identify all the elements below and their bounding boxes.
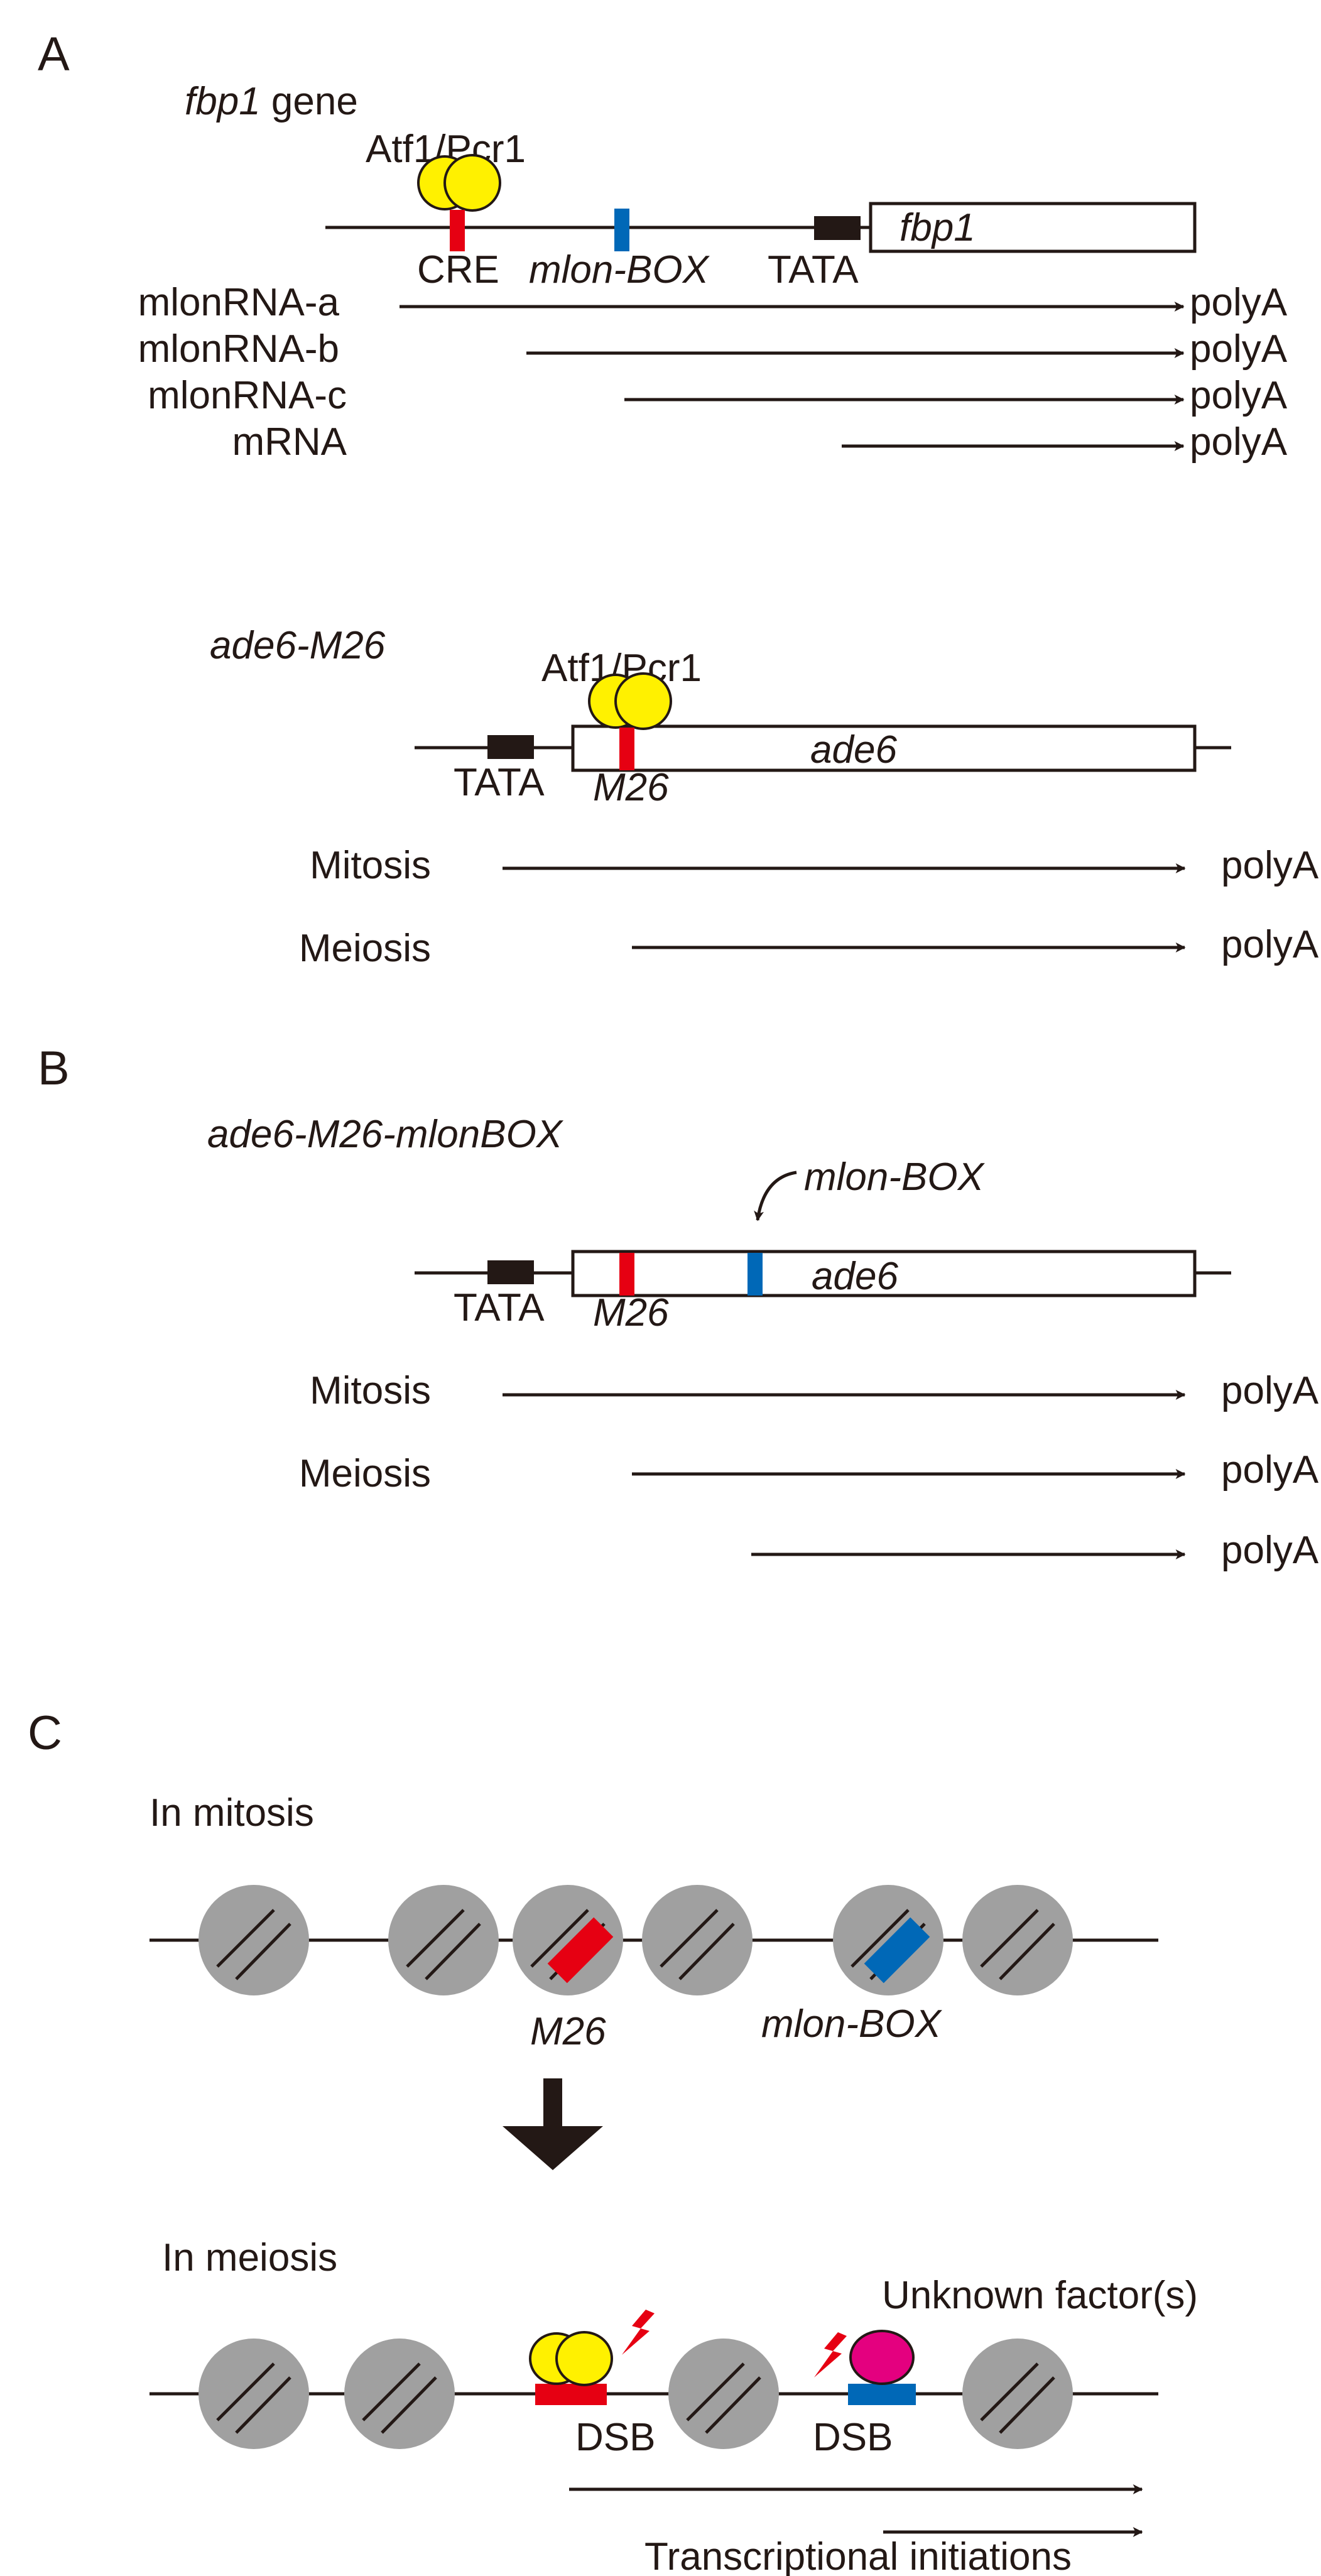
panel-label-c: C bbox=[28, 1706, 62, 1760]
meiosis-nucleosome-1 bbox=[198, 2339, 309, 2449]
ade6-m26-orf-box bbox=[571, 724, 1197, 772]
panel-label-b: B bbox=[38, 1042, 70, 1095]
panel-b-mlonbox-callout-arrow bbox=[754, 1171, 797, 1221]
mitosis-heading: In mitosis bbox=[149, 1791, 314, 1835]
meiosis-heading: In meiosis bbox=[162, 2236, 337, 2279]
ade6-m26-m26-element bbox=[619, 728, 634, 770]
meiosis-m26-site bbox=[535, 2384, 607, 2405]
mrna-polya: polyA bbox=[1190, 420, 1288, 464]
mitosis-m26-label: M26 bbox=[530, 2010, 606, 2053]
mitosis-nucleosome-4 bbox=[642, 1885, 753, 1995]
fbp1-tata-element bbox=[814, 216, 861, 240]
meiosis-dsb-bolt-2 bbox=[814, 2332, 847, 2377]
ade6-m26-mitosis-polya: polyA bbox=[1221, 844, 1319, 887]
mitosis-m26-site bbox=[547, 1917, 614, 1984]
ade6-m26-meiosis-label: Meiosis bbox=[299, 927, 431, 970]
unknown-factor-protein bbox=[849, 2330, 915, 2385]
ade6-m26-orf-label: ade6 bbox=[810, 728, 897, 772]
fbp1-pcr1-protein bbox=[443, 154, 501, 212]
fbp1-orf-box bbox=[869, 202, 1197, 253]
panel-b-meiosis-polya-1: polyA bbox=[1221, 1448, 1319, 1492]
panel-b-mitosis-polya: polyA bbox=[1221, 1369, 1319, 1412]
fbp1-gene-heading: fbp1 gene bbox=[185, 80, 358, 123]
mitosis-to-meiosis-arrow bbox=[503, 2078, 603, 2170]
panel-b-orf-label: ade6 bbox=[812, 1255, 898, 1298]
fbp1-orf-label: fbp1 bbox=[900, 206, 976, 249]
panel-b-m26-label: M26 bbox=[593, 1291, 669, 1334]
fbp1-cre-label: CRE bbox=[417, 248, 499, 292]
panel-b-mitosis-label: Mitosis bbox=[310, 1369, 431, 1412]
fbp1-mlonbox-label: mlon-BOX bbox=[529, 248, 710, 292]
mitosis-mlonbox-site bbox=[864, 1917, 930, 1984]
ade6-m26-title: ade6-M26 bbox=[210, 624, 386, 667]
mitosis-nucleosome-6 bbox=[962, 1885, 1073, 1995]
panel-label-a: A bbox=[38, 28, 70, 81]
panel-b-meiosis-label: Meiosis bbox=[299, 1452, 431, 1495]
fbp1-cre-element bbox=[450, 210, 465, 251]
fbp1-gene-name: fbp1 bbox=[185, 80, 261, 123]
meiosis-pcr1-protein bbox=[555, 2331, 613, 2386]
mlonrna-a-label: mlonRNA-a bbox=[138, 281, 340, 324]
fbp1-mlonbox-element bbox=[614, 209, 629, 251]
meiosis-nucleosome-2 bbox=[344, 2339, 455, 2449]
meiosis-mlonbox-site bbox=[848, 2384, 916, 2405]
meiosis-dsb-bolt-1 bbox=[622, 2310, 655, 2355]
mlonrna-c-label: mlonRNA-c bbox=[148, 374, 347, 417]
meiosis-nucleosome-3 bbox=[668, 2339, 779, 2449]
unknown-factor-label: Unknown factor(s) bbox=[882, 2274, 1198, 2317]
panel-b-mlonbox-callout-label: mlon-BOX bbox=[804, 1155, 986, 1199]
meiosis-nucleosome-4 bbox=[962, 2339, 1073, 2449]
mrna-label: mRNA bbox=[232, 420, 347, 464]
panel-b-meiosis-polya-2: polyA bbox=[1221, 1529, 1319, 1572]
ade6-m26-meiosis-polya: polyA bbox=[1221, 923, 1319, 966]
ade6-m26-m26-label: M26 bbox=[593, 766, 669, 809]
mlonrna-b-polya: polyA bbox=[1190, 327, 1288, 371]
mitosis-nucleosome-1 bbox=[198, 1885, 309, 1995]
mlonrna-c-polya: polyA bbox=[1190, 374, 1288, 417]
fbp1-gene-suffix: gene bbox=[261, 80, 358, 123]
mlonrna-b-label: mlonRNA-b bbox=[138, 327, 339, 371]
panel-b-mlonbox-element bbox=[747, 1253, 763, 1296]
panel-b-tata-element bbox=[487, 1260, 534, 1284]
ade6-m26-mlonbox-title: ade6-M26-mlonBOX bbox=[207, 1113, 564, 1156]
panel-b-orf-box bbox=[571, 1250, 1197, 1297]
panel-b-m26-element bbox=[619, 1253, 634, 1296]
dsb-label-1: DSB bbox=[575, 2416, 655, 2459]
ade6-m26-tata-label: TATA bbox=[454, 761, 545, 804]
panel-b-tata-label: TATA bbox=[454, 1286, 545, 1329]
ade6-m26-tata-element bbox=[487, 735, 534, 759]
mlonrna-a-polya: polyA bbox=[1190, 281, 1288, 324]
mitosis-nucleosome-2 bbox=[388, 1885, 499, 1995]
transcription-label: Transcriptional initiations bbox=[644, 2535, 1072, 2576]
dsb-label-2: DSB bbox=[813, 2416, 893, 2459]
mitosis-mlonbox-label: mlon-BOX bbox=[761, 2002, 943, 2046]
ade6-m26-pcr1-protein bbox=[614, 672, 672, 730]
ade6-m26-mitosis-label: Mitosis bbox=[310, 844, 431, 887]
fbp1-tata-label: TATA bbox=[768, 248, 859, 292]
